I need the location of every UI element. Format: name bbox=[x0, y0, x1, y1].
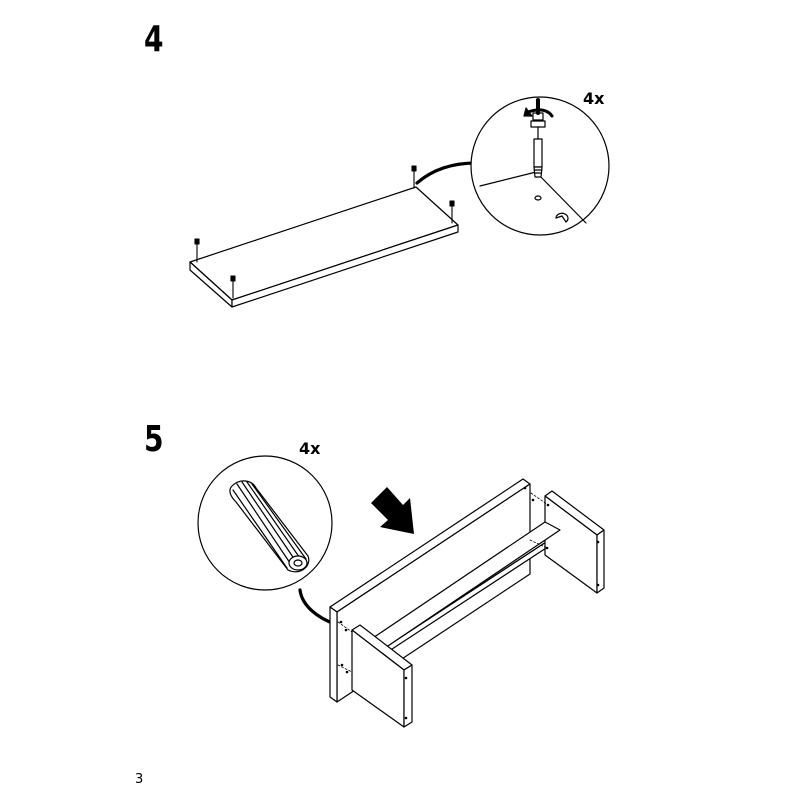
step-5-quantity: 4x bbox=[299, 439, 321, 458]
step-4-board bbox=[189, 186, 459, 308]
step-4-quantity: 4x bbox=[583, 89, 605, 108]
step-number-5: 5 bbox=[144, 419, 164, 460]
step-5-dashed-guides bbox=[337, 492, 549, 673]
step-4-leader-line bbox=[415, 161, 478, 185]
cam-bolt-icon bbox=[523, 98, 554, 178]
wooden-dowel-icon bbox=[229, 480, 310, 573]
step-5-frame-assembly bbox=[329, 478, 605, 728]
step-number-4: 4 bbox=[144, 19, 164, 60]
page-number: 3 bbox=[135, 772, 144, 787]
step-4-board-bolts bbox=[194, 165, 455, 299]
direction-arrow-icon bbox=[371, 487, 414, 534]
step-5-dowel-holes bbox=[339, 486, 600, 720]
